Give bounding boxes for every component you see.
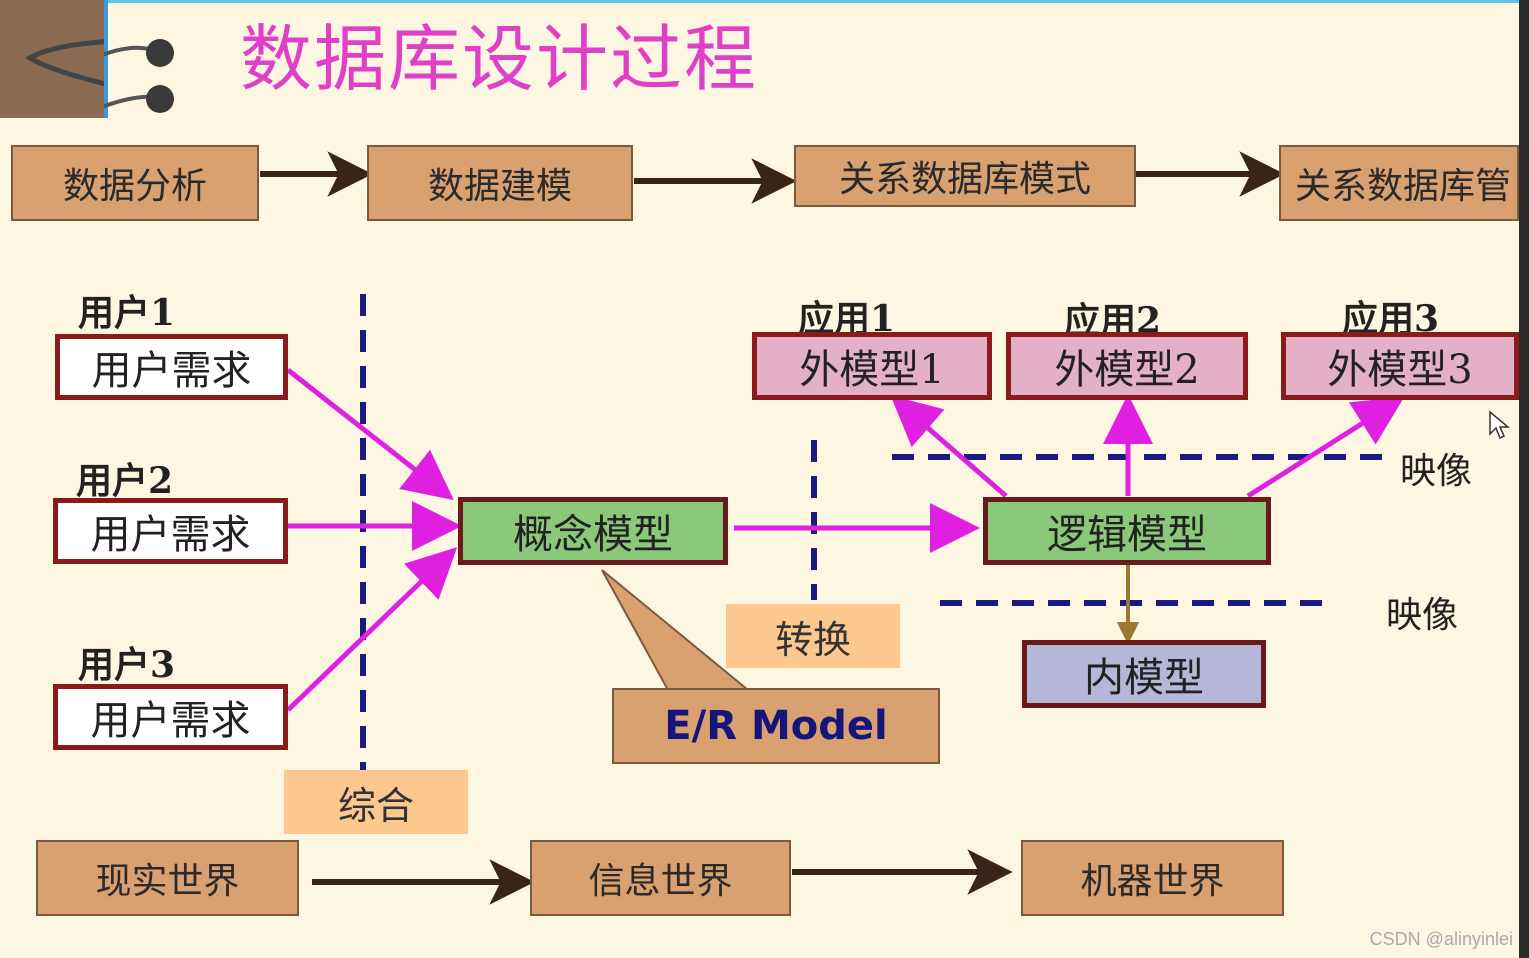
bottom-flow-arrows [312,849,1013,905]
top-flow-arrows [260,151,1285,204]
user-label-2: 用户2 [76,460,174,502]
mapping-label-upper: 映像 [1400,451,1473,492]
flow-box-relational-schema: 关系数据库模式 [794,145,1136,207]
user-requirement-box-1: 用户需求 [55,334,288,400]
flow-box-relational-dbms: 关系数据库管 [1279,145,1519,221]
user-requirement-box-3: 用户需求 [53,684,288,750]
internal-model-box: 内模型 [1022,640,1266,708]
page-title: 数据库设计过程 [240,17,759,101]
notebook-ring-decoration [0,0,162,118]
world-box-machine: 机器世界 [1021,840,1284,916]
user-label-1: 用户1 [78,292,176,334]
top-accent-line [105,0,1519,3]
watermark: CSDN @alinyinlei [1369,929,1513,949]
window-edge [1519,0,1529,958]
magenta-arrows [286,368,1405,712]
synthesis-label: 综合 [284,770,468,834]
ring-binding-right-icon [104,39,174,113]
user-requirement-box-2: 用户需求 [53,498,288,564]
user-label-3: 用户3 [78,644,176,686]
world-box-information: 信息世界 [530,840,791,916]
er-model-callout: E/R Model [612,688,940,764]
logic-model-box: 逻辑模型 [983,497,1271,565]
convert-label: 转换 [726,604,900,668]
external-model-box-2: 外模型2 [1006,332,1248,400]
external-model-box-1: 外模型1 [752,332,992,400]
external-model-box-3: 外模型3 [1281,332,1519,400]
flow-box-data-analysis: 数据分析 [11,145,259,221]
flow-box-data-modeling: 数据建模 [367,145,633,221]
world-box-real: 现实世界 [36,840,299,916]
internal-model-arrow [1116,564,1140,645]
mapping-label-lower: 映像 [1386,595,1459,636]
concept-model-box: 概念模型 [458,497,728,565]
mouse-cursor-icon [1489,410,1510,440]
corner-edge [104,0,108,118]
